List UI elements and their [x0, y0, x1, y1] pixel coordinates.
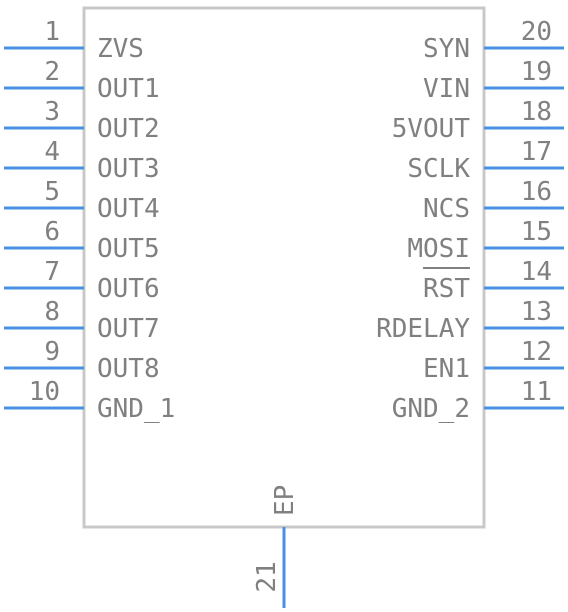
pin-name: SCLK — [407, 154, 470, 184]
pin-21: 21 EP — [252, 485, 300, 608]
pin-name: OUT7 — [97, 314, 160, 344]
pin-name: RST — [423, 274, 470, 304]
pin-name: OUT2 — [97, 114, 160, 144]
pin-name: NCS — [423, 194, 470, 224]
component-body — [82, 6, 486, 529]
right-pin-group: 20SYN19VIN185VOUT17SCLK16NCS15MOSI14RST1… — [376, 17, 564, 424]
pin-number: 18 — [521, 97, 552, 127]
pin-number: 6 — [44, 217, 60, 247]
pin-name: VIN — [423, 74, 470, 104]
pin-name: RDELAY — [376, 314, 470, 344]
pin-name: ZVS — [97, 34, 144, 64]
pin-number: 13 — [521, 297, 552, 327]
pin-number: 17 — [521, 137, 552, 167]
pin-number: 4 — [44, 137, 60, 167]
pin-name: OUT6 — [97, 274, 160, 304]
pin-number: 16 — [521, 177, 552, 207]
pin-number: 12 — [521, 337, 552, 367]
pin-number: 5 — [44, 177, 60, 207]
pin-number: 1 — [44, 17, 60, 47]
pin-number: 14 — [521, 257, 552, 287]
pin-number: 3 — [44, 97, 60, 127]
left-pin-group: 1ZVS2OUT13OUT24OUT35OUT46OUT57OUT68OUT79… — [4, 17, 175, 424]
pin-name: GND_1 — [97, 394, 175, 424]
pin-name: OUT4 — [97, 194, 160, 224]
pin-name: SYN — [423, 34, 470, 64]
pin-name: MOSI — [407, 234, 470, 264]
pin-name: OUT5 — [97, 234, 160, 264]
pin-name: OUT1 — [97, 74, 160, 104]
pin-name: EP — [270, 485, 300, 516]
pin-name: 5VOUT — [392, 114, 471, 144]
pin-number: 11 — [521, 377, 552, 407]
pin-name: EN1 — [423, 354, 470, 384]
pin-number: 21 — [252, 561, 282, 592]
pin-number: 20 — [521, 17, 552, 47]
bottom-pin-group: 21 EP — [252, 485, 300, 608]
pin-number: 19 — [521, 57, 552, 87]
pin-name: OUT3 — [97, 154, 160, 184]
pin-name: OUT8 — [97, 354, 160, 384]
pin-number: 2 — [44, 57, 60, 87]
pin-number: 9 — [44, 337, 60, 367]
pin-name: GND_2 — [392, 394, 470, 424]
pin-number: 8 — [44, 297, 60, 327]
pin-number: 10 — [29, 377, 60, 407]
pin-number: 15 — [521, 217, 552, 247]
pin-number: 7 — [44, 257, 60, 287]
pin-18: 18 5VOUT — [392, 97, 564, 144]
